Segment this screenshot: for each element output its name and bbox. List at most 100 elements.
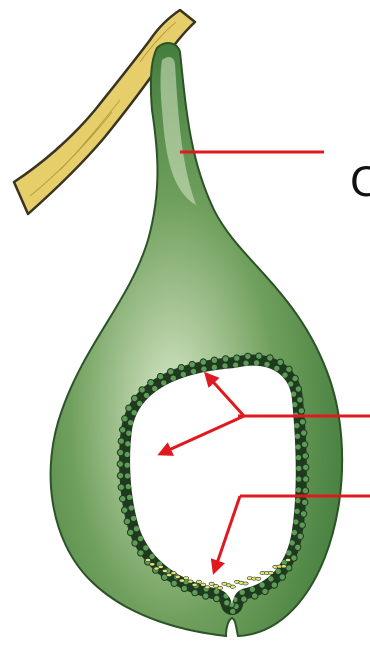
wall-cell <box>286 366 292 372</box>
wall-cell <box>128 505 134 511</box>
wall-cell <box>253 360 259 366</box>
wall-cell <box>148 380 154 386</box>
wall-cell <box>127 529 133 535</box>
spore <box>243 582 248 585</box>
wall-cell <box>118 438 124 444</box>
wall-cell <box>124 518 130 524</box>
spore <box>196 580 201 583</box>
spore <box>218 586 223 589</box>
wall-cell <box>214 595 220 601</box>
wall-cell <box>222 356 228 362</box>
wall-cell <box>298 408 304 414</box>
spore <box>188 580 193 583</box>
wall-cell <box>300 511 306 517</box>
spore <box>179 579 184 582</box>
wall-cell <box>249 586 255 592</box>
wall-cell <box>302 499 308 505</box>
wall-cell <box>267 355 273 361</box>
wall-cell <box>125 441 131 447</box>
wall-cell <box>124 462 130 468</box>
wall-cell <box>264 361 270 367</box>
spore <box>201 583 206 586</box>
wall-cell <box>178 365 184 371</box>
wall-cell <box>201 366 207 372</box>
wall-cell <box>292 375 298 381</box>
wall-cell <box>230 608 236 614</box>
spore <box>175 575 180 578</box>
wall-cell <box>302 453 308 459</box>
wall-cell <box>211 364 217 370</box>
wall-cell <box>122 507 128 513</box>
wall-cell <box>124 451 130 457</box>
wall-cell <box>234 355 240 361</box>
spore <box>162 569 167 572</box>
wall-cell <box>122 416 128 422</box>
spore <box>281 565 286 568</box>
spore <box>285 558 290 561</box>
wall-cell <box>291 555 297 561</box>
wall-cell <box>117 472 123 478</box>
wall-cell <box>200 359 206 365</box>
wall-cell <box>296 465 302 471</box>
wall-cell <box>297 533 303 539</box>
wall-cell <box>168 369 174 375</box>
wall-cell <box>295 487 301 493</box>
wall-cell <box>301 430 307 436</box>
wall-cell <box>302 488 308 494</box>
wall-cell <box>224 600 230 606</box>
spore <box>150 563 155 566</box>
wall-cell <box>243 360 249 366</box>
wall-cell <box>124 473 130 479</box>
spore <box>268 571 273 574</box>
wall-cell <box>117 449 123 455</box>
wall-cell <box>299 419 305 425</box>
wall-cell <box>125 483 131 489</box>
wall-cell <box>130 515 136 521</box>
spore <box>171 571 176 574</box>
spore <box>192 583 197 586</box>
wall-cell <box>295 497 301 503</box>
wall-cell <box>203 593 209 599</box>
wall-cell <box>295 386 301 392</box>
wall-cell <box>241 596 247 602</box>
wall-cell <box>222 363 228 369</box>
wall-cell <box>299 522 305 528</box>
spore <box>230 585 235 588</box>
wall-cell <box>132 395 138 401</box>
wall-cell <box>180 371 186 377</box>
wall-cell <box>170 375 176 381</box>
wall-cell <box>126 494 132 500</box>
wall-cell <box>295 544 301 550</box>
wall-cell <box>271 582 277 588</box>
wall-cell <box>295 454 301 460</box>
wall-cell <box>277 359 283 365</box>
wall-cell <box>138 550 144 556</box>
wall-cell <box>211 357 217 363</box>
wall-cell <box>118 484 124 490</box>
wall-cell <box>192 589 198 595</box>
wall-cell <box>132 540 138 546</box>
wall-cell <box>256 353 262 359</box>
spore <box>256 577 261 580</box>
cut-off-label: C <box>350 160 370 206</box>
wall-cell <box>120 496 126 502</box>
wall-cell <box>297 397 303 403</box>
spore <box>158 565 163 568</box>
wall-cell <box>139 387 145 393</box>
wall-cell <box>296 476 302 482</box>
wall-cell <box>262 588 268 594</box>
wall-cell <box>295 444 301 450</box>
wall-cell <box>279 574 285 580</box>
wall-cell <box>171 580 177 586</box>
wall-cell <box>303 476 309 482</box>
wall-cell <box>117 461 123 467</box>
wall-cell <box>245 353 251 359</box>
spore <box>145 558 150 561</box>
spore <box>184 577 189 580</box>
wall-cell <box>303 464 309 470</box>
wall-cell <box>181 585 187 591</box>
wall-cell <box>252 593 258 599</box>
wall-cell <box>301 441 307 447</box>
